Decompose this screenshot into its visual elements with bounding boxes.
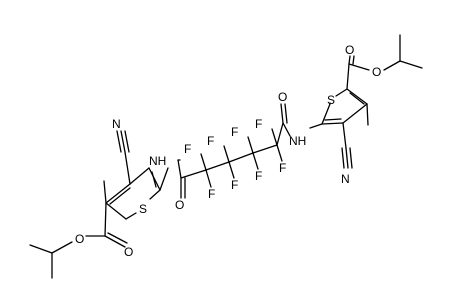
atom-n-cyano-right: N [341,172,350,186]
atom-o-ester-ether-right: O [372,65,381,79]
atom-f7: F [255,117,262,131]
atom-n-cyano-left: N [112,117,121,131]
atom-f2: F [208,187,215,201]
atom-s-right: S [327,93,335,107]
right-thiophene-ring [321,88,368,125]
right-cyano-group [341,122,353,169]
atom-o-amide-right: O [278,90,287,104]
atom-f1: F [184,142,191,156]
atom-o-ester-carbonyl-left: O [124,245,133,259]
atom-f5: F [231,125,238,139]
left-ester-group [29,202,128,279]
atom-nh-right: NH [289,134,306,148]
atom-o-ester-carbonyl-right: O [345,43,354,57]
atom-s-left: S [139,202,147,216]
left-thiophene-ring [105,167,161,220]
atom-f8: F [279,161,286,175]
perfluoro-chain [177,103,291,199]
atom-o-amide-left: O [175,198,184,212]
left-nh-ring-bond [159,167,169,191]
right-ester-group [346,34,423,90]
right-methyl-bond [366,103,369,126]
atom-f3: F [207,134,214,148]
atom-f6: F [255,169,262,183]
atom-f4: F [231,178,238,192]
left-methyl-bond [103,180,107,204]
left-cyano-group [116,130,131,185]
atom-o-ester-ether-left: O [75,232,84,246]
atom-nh-left: NH [149,154,166,168]
right-nh-ring-bond [309,123,323,129]
